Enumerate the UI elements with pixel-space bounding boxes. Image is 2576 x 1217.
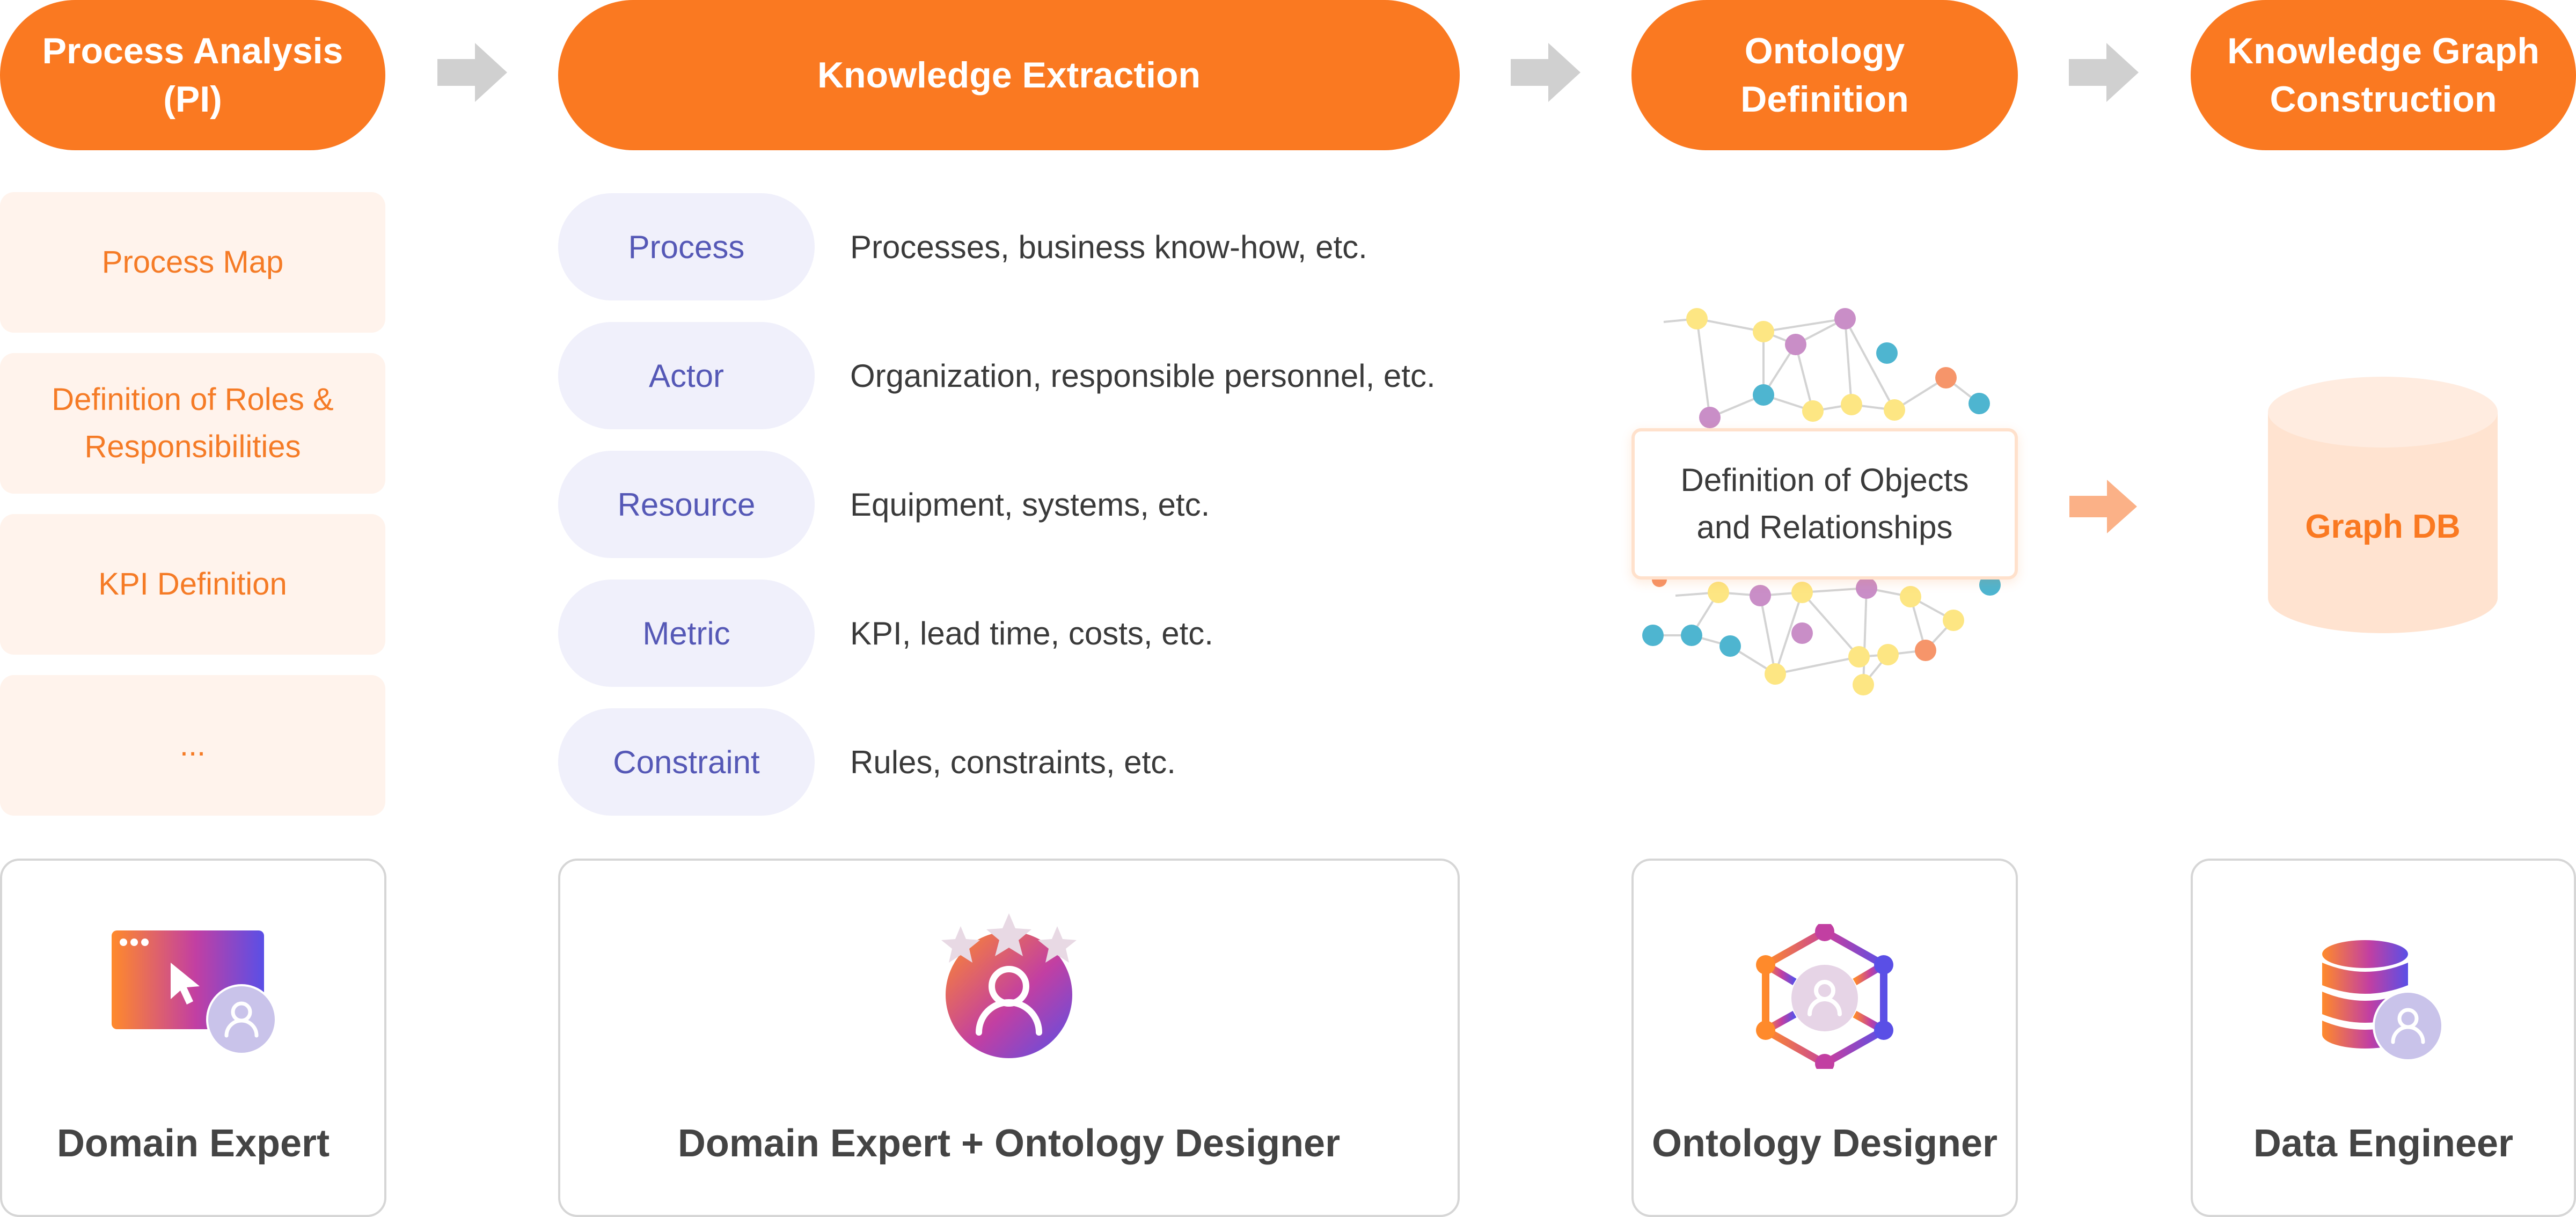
pi-item-label: Process Map	[101, 245, 284, 280]
pi-item-kpi: KPI Definition	[0, 514, 385, 655]
category-description: Processes, business know-how, etc.	[850, 193, 1367, 300]
pi-item-label: ...	[179, 728, 206, 763]
role-label: Data Engineer	[2253, 1122, 2514, 1165]
category-label: Process	[628, 229, 745, 265]
network-graph-icon	[1642, 308, 2001, 695]
stage-knowledge-graph-construction: Knowledge Graph Construction	[2191, 0, 2576, 150]
stage-ontology-definition: Ontology Definition	[1631, 0, 2018, 150]
definition-label: Definition of Objects and Relationships	[1680, 462, 1969, 545]
category-pill-metric: Metric	[558, 580, 815, 687]
category-description: Equipment, systems, etc.	[850, 451, 1210, 558]
graph-db-label: Graph DB	[2305, 508, 2461, 545]
pi-item-process-map: Process Map	[0, 192, 385, 333]
category-label: Metric	[642, 615, 730, 651]
user-stars-icon	[941, 913, 1077, 1058]
role-label: Domain Expert + Ontology Designer	[677, 1122, 1341, 1165]
hexagon-user-icon	[1756, 924, 1893, 1069]
category-pill-constraint: Constraint	[558, 708, 815, 816]
stage-knowledge-extraction: Knowledge Extraction	[558, 0, 1460, 150]
role-card-domain-expert: Domain Expert	[0, 859, 386, 1217]
role-label: Ontology Designer	[1651, 1122, 1998, 1165]
stage-label: Knowledge Graph Construction	[2227, 31, 2540, 120]
category-label: Resource	[617, 486, 756, 523]
stage-process-analysis: Process Analysis (PI)	[0, 0, 385, 150]
category-description: Rules, constraints, etc.	[850, 708, 1176, 816]
stage-label: Process Analysis (PI)	[42, 31, 343, 120]
pi-item-more: ...	[0, 675, 385, 816]
arrow-right-icon	[437, 43, 507, 102]
database-user-icon	[2322, 940, 2443, 1061]
category-pill-actor: Actor	[558, 322, 815, 429]
definition-objects-box: Definition of Objects and Relationships	[1631, 428, 2018, 580]
arrow-right-icon	[2069, 480, 2137, 533]
description-text: Rules, constraints, etc.	[850, 744, 1176, 780]
pi-item-label: Definition of Roles & Responsibilities	[52, 382, 334, 464]
role-card-ontology-designer: Ontology Designer	[1631, 859, 2018, 1217]
pi-item-label: KPI Definition	[98, 567, 287, 602]
category-description: KPI, lead time, costs, etc.	[850, 580, 1213, 687]
category-pill-resource: Resource	[558, 451, 815, 558]
stage-label: Ontology Definition	[1740, 31, 1909, 120]
description-text: Organization, responsible personnel, etc…	[850, 357, 1436, 394]
description-text: KPI, lead time, costs, etc.	[850, 615, 1213, 651]
role-card-data-engineer: Data Engineer	[2191, 859, 2576, 1217]
description-text: Equipment, systems, etc.	[850, 486, 1210, 523]
category-description: Organization, responsible personnel, etc…	[850, 322, 1436, 429]
arrow-right-icon	[1511, 43, 1580, 102]
arrow-right-icon	[2069, 43, 2139, 102]
role-label: Domain Expert	[56, 1122, 330, 1165]
stage-label: Knowledge Extraction	[817, 55, 1201, 96]
pi-item-roles: Definition of Roles & Responsibilities	[0, 353, 385, 494]
category-label: Constraint	[613, 744, 760, 780]
browser-user-icon	[112, 930, 277, 1054]
database-cylinder-icon	[2268, 377, 2498, 633]
category-label: Actor	[648, 357, 724, 394]
category-pill-process: Process	[558, 193, 815, 300]
description-text: Processes, business know-how, etc.	[850, 229, 1367, 265]
role-card-domain-expert-ontology-designer: Domain Expert + Ontology Designer	[558, 859, 1460, 1217]
